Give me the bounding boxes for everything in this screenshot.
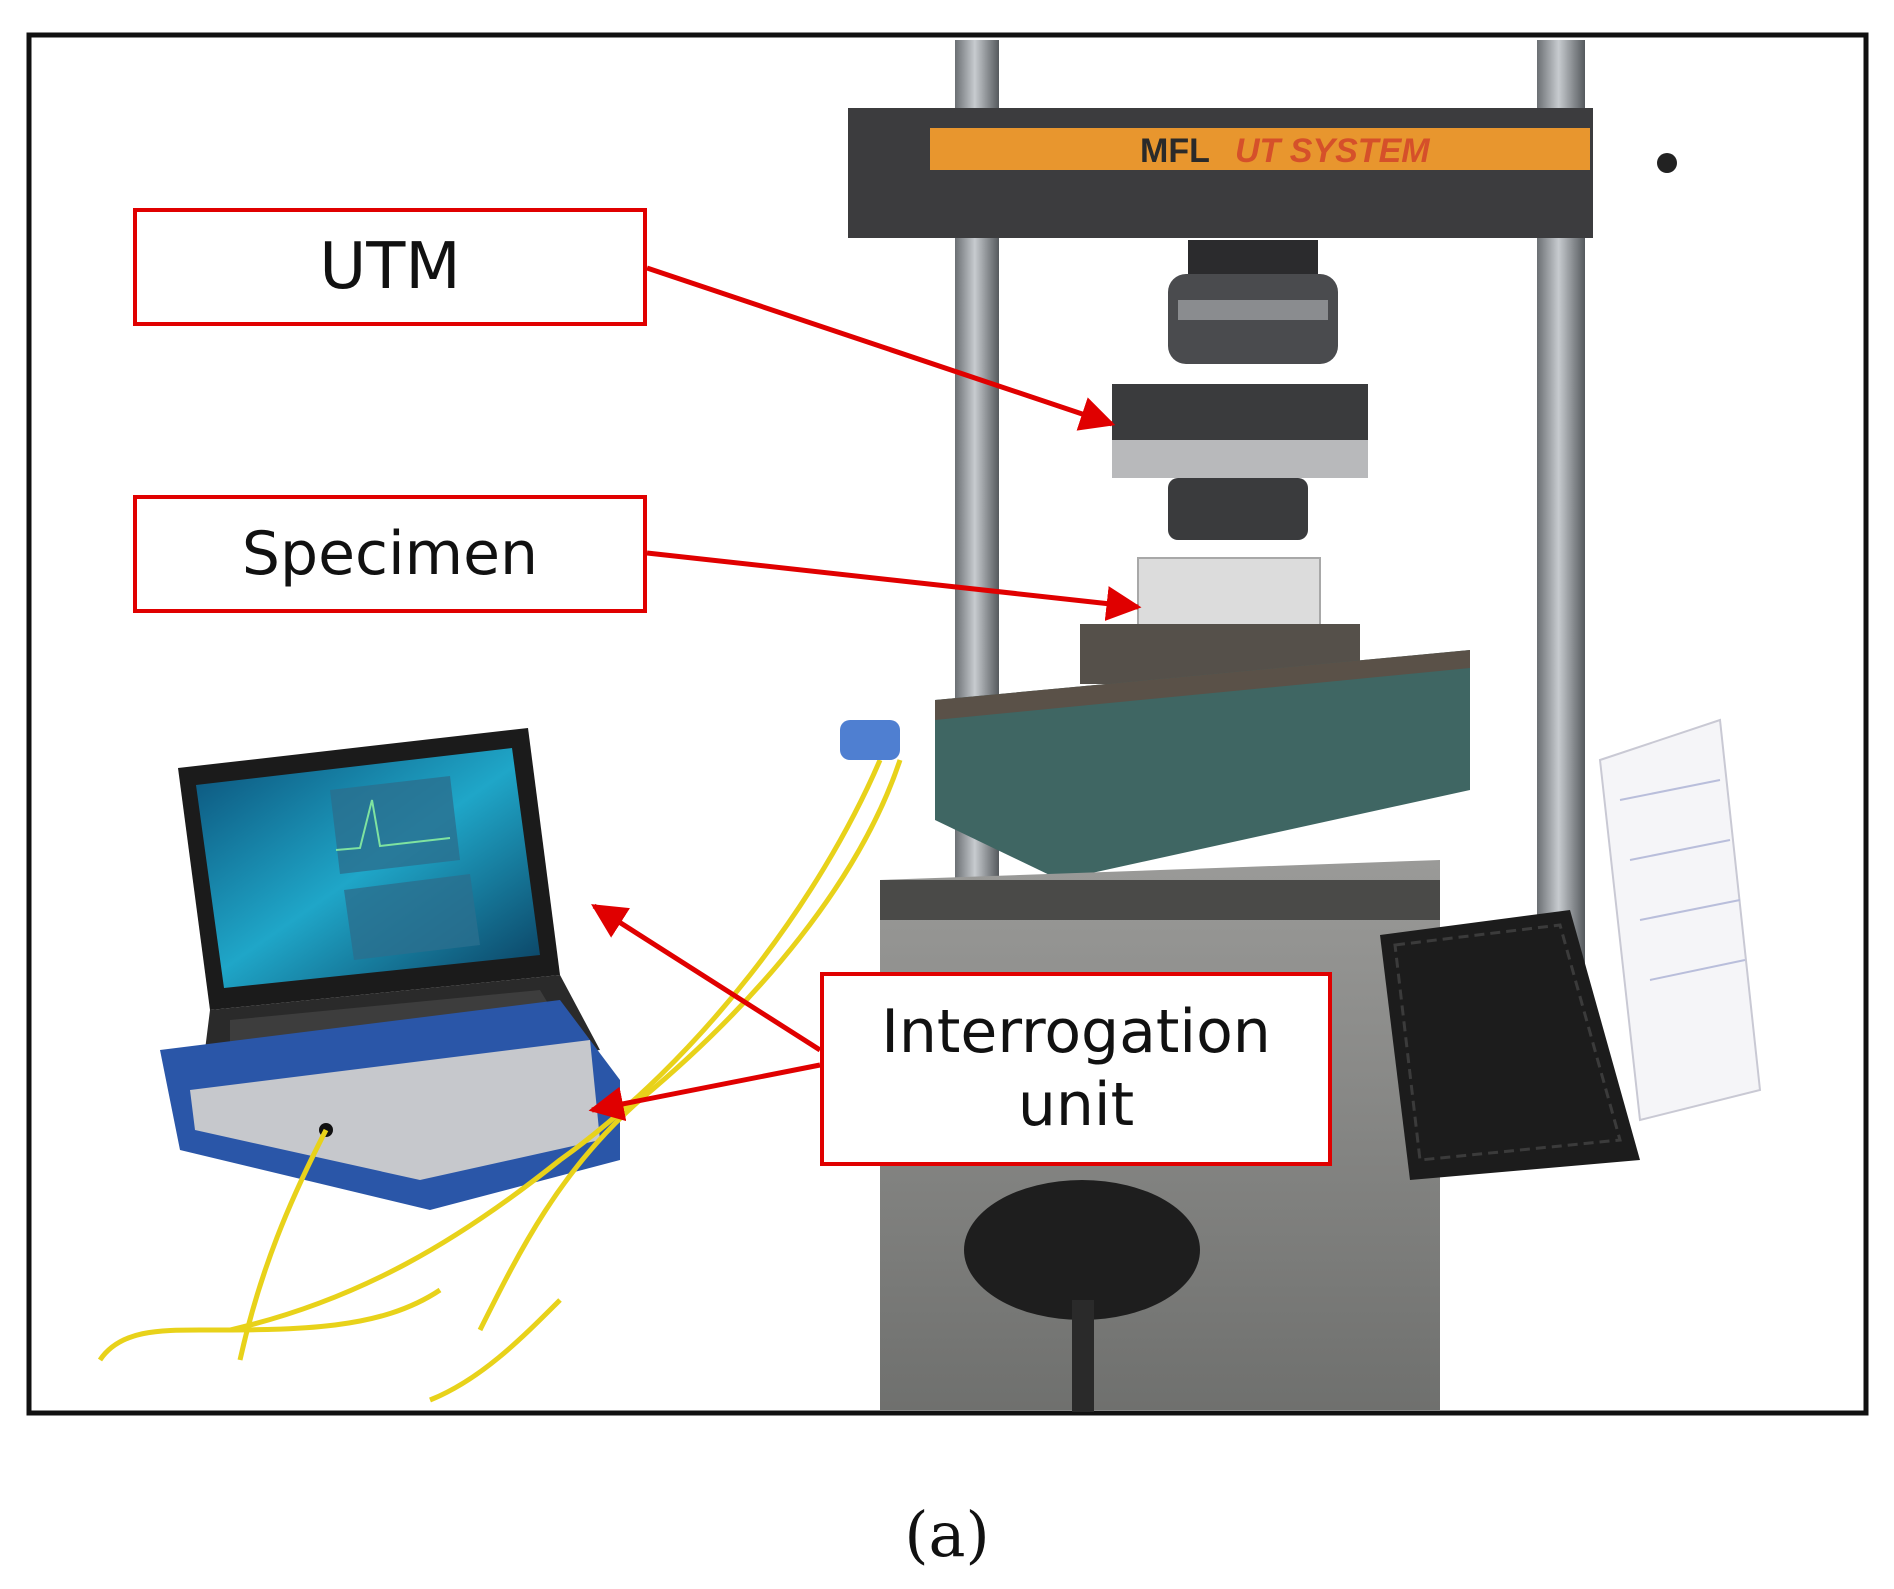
arrow-laptop bbox=[591, 903, 822, 1053]
test-base bbox=[935, 650, 1470, 880]
label-specimen-text: Specimen bbox=[241, 519, 539, 589]
annotation-arrows bbox=[588, 265, 1142, 1122]
orange-band bbox=[930, 128, 1590, 170]
label-utm: UTM bbox=[133, 208, 647, 326]
stool-seat bbox=[964, 1180, 1200, 1320]
label-interrogation-unit: Interrogation unit bbox=[820, 972, 1332, 1166]
brand-text: MFL bbox=[1140, 132, 1210, 170]
arrow-utm bbox=[646, 265, 1116, 431]
interrogator-unit bbox=[160, 1000, 620, 1210]
stool-leg bbox=[1072, 1300, 1094, 1412]
label-interrogation-line1: Interrogation bbox=[881, 996, 1271, 1067]
paper-stack bbox=[1598, 718, 1762, 1122]
arrow-interrogator bbox=[588, 1062, 821, 1122]
crosshead bbox=[848, 108, 1593, 238]
label-specimen: Specimen bbox=[133, 495, 647, 613]
label-utm-text: UTM bbox=[319, 230, 461, 304]
arrow-specimen bbox=[646, 550, 1142, 621]
figure-caption: (a) bbox=[904, 1498, 990, 1571]
specimen-block bbox=[1137, 557, 1321, 627]
label-interrogation-line2: unit bbox=[1017, 1070, 1135, 1140]
system-text: UT SYSTEM bbox=[1235, 132, 1430, 170]
keyboard bbox=[1380, 910, 1640, 1180]
fiber-cables bbox=[97, 759, 903, 1403]
